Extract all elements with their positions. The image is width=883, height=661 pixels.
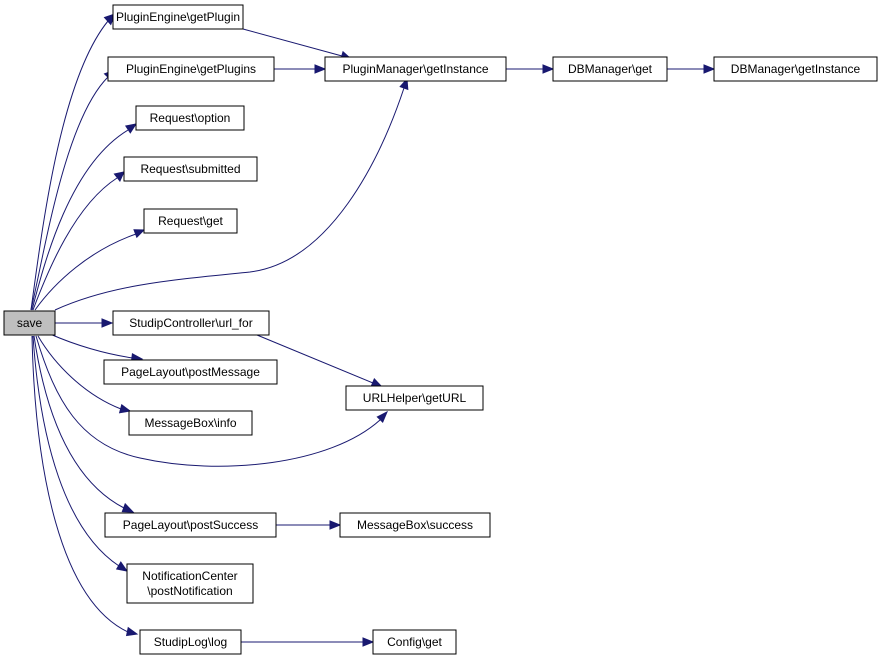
node-pagelayout-postmessage-label: PageLayout\postMessage [121,365,260,379]
node-request-option[interactable]: Request\option [135,105,245,131]
node-request-get[interactable]: Request\get [143,208,238,234]
node-pluginengine-getplugin[interactable]: PluginEngine\getPlugin [112,4,244,30]
node-request-option-label: Request\option [150,111,231,125]
edge-save-to-mb-info [37,335,132,414]
node-studiplog-log-label: StudipLog\log [154,635,227,649]
edge-pl-postsuccess-to-mb-success [276,520,342,530]
edge-save-to-pe-getplugin [30,13,116,311]
node-messagebox-info[interactable]: MessageBox\info [128,410,253,436]
node-messagebox-success[interactable]: MessageBox\success [339,512,491,538]
edge-save-to-req-get [34,229,146,311]
edge-pm-getinstance-to-dbm-get [506,64,555,74]
node-request-submitted-label: Request\submitted [140,162,240,176]
node-dbmanager-getinstance-label: DBManager\getInstance [731,62,861,76]
node-request-get-label: Request\get [158,214,223,228]
node-pluginengine-getplugins-label: PluginEngine\getPlugins [126,62,256,76]
edge-save-to-req-option [31,123,138,311]
node-dbmanager-get[interactable]: DBManager\get [552,56,668,82]
node-config-get-label: Config\get [387,635,442,649]
node-studiplog-log[interactable]: StudipLog\log [139,629,242,655]
node-pagelayout-postsuccess[interactable]: PageLayout\postSuccess [104,512,277,538]
node-studipcontroller-url-for-label: StudipController\url_for [129,316,252,330]
edge-save-to-req-submitted [32,171,125,311]
node-studipcontroller-url-for[interactable]: StudipController\url_for [112,310,270,336]
node-save-label: save [17,316,43,330]
edge-save-to-sc-url-for [55,318,114,328]
node-messagebox-success-label: MessageBox\success [357,518,473,532]
node-dbmanager-get-label: DBManager\get [568,62,653,76]
node-urlhelper-geturl-label: URLHelper\getURL [363,391,467,405]
node-messagebox-info-label: MessageBox\info [144,416,236,430]
node-dbmanager-getinstance[interactable]: DBManager\getInstance [713,56,878,82]
node-pluginengine-getplugins[interactable]: PluginEngine\getPlugins [107,56,275,82]
edge-sl-log-to-config-get [241,637,375,647]
node-config-get[interactable]: Config\get [372,629,457,655]
edge-save-to-sl-log [31,335,139,637]
node-pluginengine-getplugin-label: PluginEngine\getPlugin [116,10,240,24]
edge-save-to-pl-postmessage [49,333,144,363]
edge-pe-getplugin-to-pm-getinstance [242,28,353,61]
edge-save-to-nc-postnotification [32,335,129,572]
node-pagelayout-postmessage[interactable]: PageLayout\postMessage [103,359,278,385]
node-save[interactable]: save [3,310,56,336]
node-urlhelper-geturl[interactable]: URLHelper\getURL [345,385,484,411]
node-notificationcenter-postnotification[interactable]: NotificationCenter \postNotification [126,563,254,604]
edge-save-to-pl-postsuccess [33,335,135,513]
edge-dbm-get-to-dbm-getinstance [667,64,716,74]
edge-save-to-urlh-getURL [35,335,388,467]
node-pagelayout-postsuccess-label: PageLayout\postSuccess [123,518,258,532]
edge-save-to-pm-getinstance [54,77,409,311]
node-pluginmanager-getinstance[interactable]: PluginManager\getInstance [324,56,507,82]
node-notificationcenter-postnotification-label-line1: NotificationCenter [142,569,237,583]
node-notificationcenter-postnotification-label-line2: \postNotification [147,584,232,598]
edge-pe-getplugins-to-pm-getinstance [274,64,327,74]
nodes: save PluginEngine\getPlugin PluginEngine… [3,4,878,655]
node-pluginmanager-getinstance-label: PluginManager\getInstance [342,62,488,76]
node-request-submitted[interactable]: Request\submitted [123,156,258,182]
